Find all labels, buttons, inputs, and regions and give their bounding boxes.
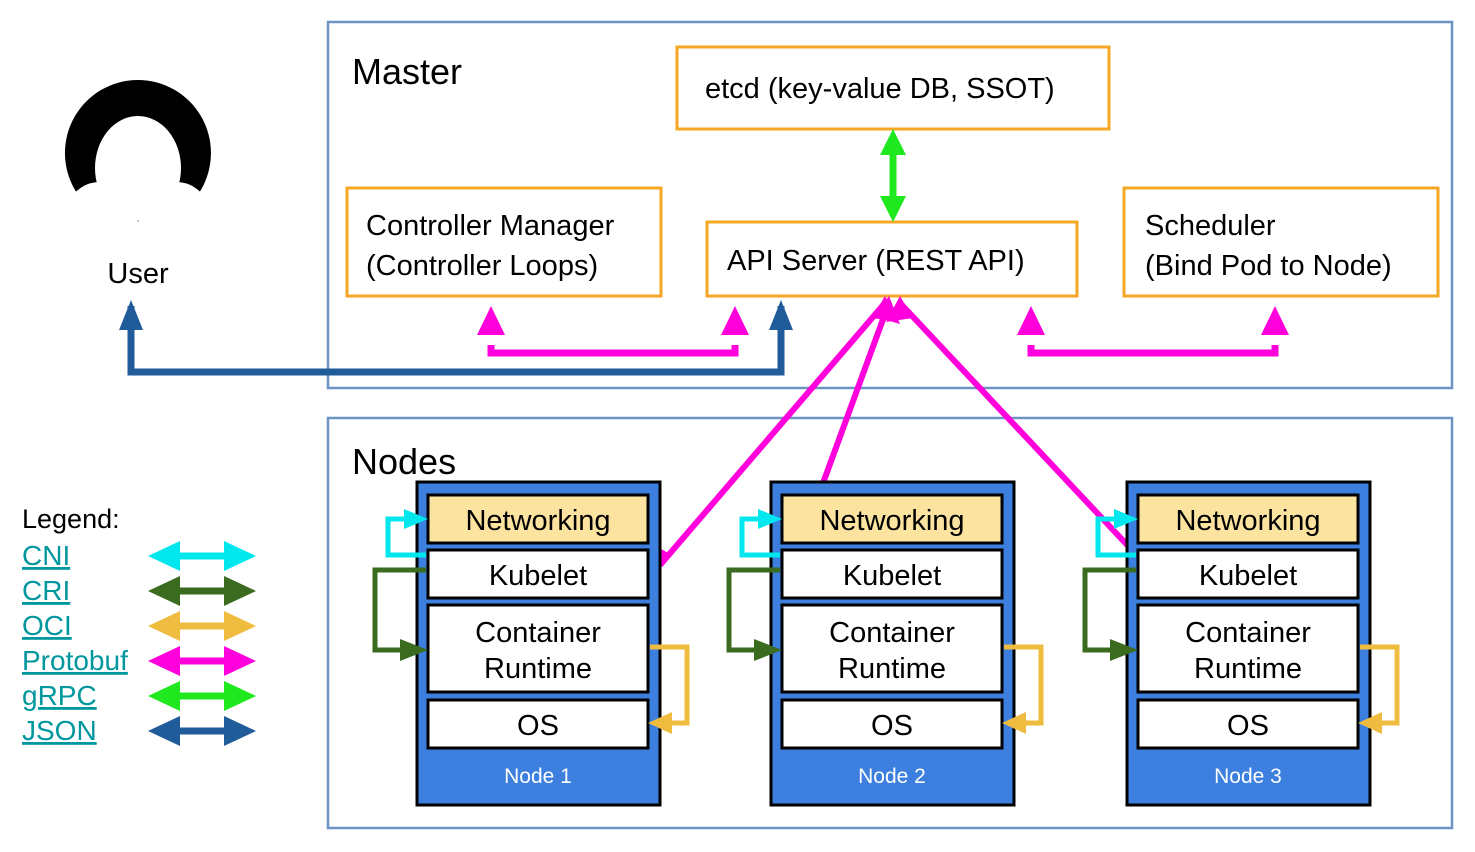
node-3[interactable]: Networking Kubelet Container Runtime OS … bbox=[1125, 480, 1372, 807]
legend-arrow-oci bbox=[148, 611, 256, 641]
legend-label-cni[interactable]: CNI bbox=[22, 540, 70, 571]
node-1-kubelet-label: Kubelet bbox=[489, 560, 587, 592]
node-3-container-runtime-cell[interactable] bbox=[1136, 603, 1360, 694]
node-2-networking-label: Networking bbox=[819, 505, 964, 537]
node-2-kubelet-label: Kubelet bbox=[843, 560, 941, 592]
master-panel-title: Master bbox=[352, 51, 462, 92]
arrow-cri-node-1 bbox=[372, 567, 428, 661]
controller-manager-box[interactable] bbox=[345, 186, 663, 298]
master-panel bbox=[326, 20, 1454, 390]
node-2[interactable]: Networking Kubelet Container Runtime OS … bbox=[769, 480, 1016, 807]
node-2-os-cell[interactable] bbox=[780, 698, 1004, 750]
api-server-label: API Server (REST API) bbox=[727, 245, 1025, 277]
arrow-oci-node-3 bbox=[1358, 644, 1400, 734]
node-3-os-cell[interactable] bbox=[1136, 698, 1360, 750]
arrow-grpc-etcd-apiserver-group bbox=[880, 129, 906, 222]
arrow-cri-node-2 bbox=[726, 567, 782, 661]
legend-label-cri[interactable]: CRI bbox=[22, 575, 70, 606]
nodes-panel bbox=[326, 416, 1454, 830]
node-1-os-label: OS bbox=[517, 710, 559, 742]
arrow-cni-node-3 bbox=[1095, 509, 1138, 558]
node-2-name-label: Node 2 bbox=[858, 765, 926, 788]
arrow-oci-node-1 bbox=[648, 644, 690, 734]
arrow-oci-node-2 bbox=[1002, 644, 1044, 734]
legend-arrow-cri bbox=[148, 576, 256, 606]
legend-arrow-grpc bbox=[148, 681, 256, 711]
node-2-networking-cell[interactable] bbox=[780, 493, 1004, 545]
node-1-container-runtime-cell[interactable] bbox=[426, 603, 650, 694]
arrow-cni-node-2 bbox=[739, 509, 782, 558]
node-1-networking-label: Networking bbox=[465, 505, 610, 537]
legend-title: Legend: bbox=[22, 504, 120, 534]
user-label: User bbox=[107, 258, 169, 290]
legend-arrow-cni bbox=[148, 541, 256, 571]
node-2-container-runtime-cell[interactable] bbox=[780, 603, 1004, 694]
arrow-json-user-apiserver bbox=[119, 300, 793, 376]
node-3-kubelet-label: Kubelet bbox=[1199, 560, 1297, 592]
node-2-container-runtime-label-line1: Container bbox=[829, 617, 955, 649]
legend-label-json[interactable]: JSON bbox=[22, 715, 97, 746]
node-3-container-runtime-label-line1: Container bbox=[1185, 617, 1311, 649]
arrow-cni-node-1 bbox=[385, 509, 428, 558]
controller-manager-label-line2: (Controller Loops) bbox=[366, 250, 598, 282]
node-1-container-runtime-label-line2: Runtime bbox=[484, 653, 592, 685]
node-3-name-label: Node 3 bbox=[1214, 765, 1282, 788]
node-1[interactable]: Networking Kubelet Container Runtime OS … bbox=[415, 480, 662, 807]
scheduler-box[interactable] bbox=[1122, 186, 1440, 298]
controller-manager-label-line1: Controller Manager bbox=[366, 210, 615, 242]
node-3-os-label: OS bbox=[1227, 710, 1269, 742]
node-3-networking-cell[interactable] bbox=[1136, 493, 1360, 545]
legend-label-oci[interactable]: OCI bbox=[22, 610, 72, 641]
legend-label-grpc[interactable]: gRPC bbox=[22, 680, 97, 711]
scheduler-label-line1: Scheduler bbox=[1145, 210, 1276, 242]
etcd-box[interactable] bbox=[675, 45, 1111, 131]
api-server-box[interactable] bbox=[705, 220, 1079, 298]
arrow-cri-node-3 bbox=[1082, 567, 1138, 661]
user-avatar-icon bbox=[60, 80, 216, 238]
etcd-label: etcd (key-value DB, SSOT) bbox=[705, 73, 1055, 105]
scheduler-label-line2: (Bind Pod to Node) bbox=[1145, 250, 1392, 282]
arrow-protobuf-apiserver-scheduler bbox=[1017, 306, 1289, 357]
node-2-container-runtime-label-line2: Runtime bbox=[838, 653, 946, 685]
node-1-container-runtime-label-line1: Container bbox=[475, 617, 601, 649]
nodes-panel-title: Nodes bbox=[352, 441, 456, 482]
node-1-networking-cell[interactable] bbox=[426, 493, 650, 545]
node-1-name-label: Node 1 bbox=[504, 765, 572, 788]
node-1-os-cell[interactable] bbox=[426, 698, 650, 750]
node-3-container-runtime-label-line2: Runtime bbox=[1194, 653, 1302, 685]
legend-label-protobuf[interactable]: Protobuf bbox=[22, 645, 128, 676]
node-2-kubelet-cell[interactable] bbox=[780, 548, 1004, 600]
legend-arrow-protobuf bbox=[148, 646, 256, 676]
node-1-kubelet-cell[interactable] bbox=[426, 548, 650, 600]
node-3-networking-label: Networking bbox=[1175, 505, 1320, 537]
legend-arrow-json bbox=[148, 716, 256, 746]
node-3-kubelet-cell[interactable] bbox=[1136, 548, 1360, 600]
arrow-protobuf-controller-apiserver bbox=[477, 306, 749, 357]
node-2-os-label: OS bbox=[871, 710, 913, 742]
